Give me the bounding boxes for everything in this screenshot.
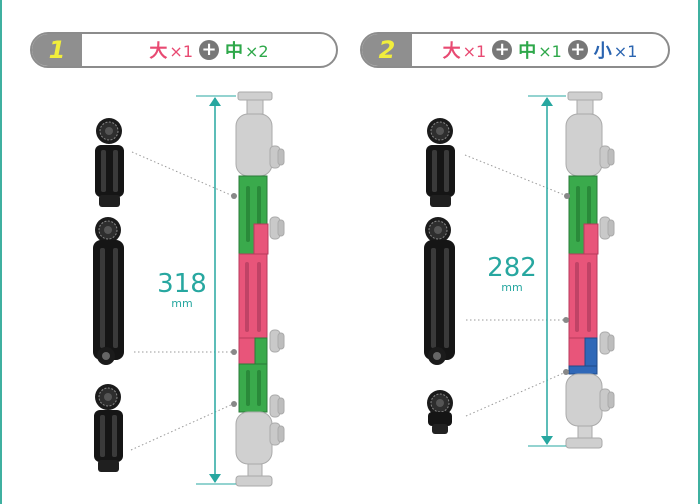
config-2-length-value: 282	[487, 253, 537, 283]
medium-link-part	[95, 117, 124, 207]
config-1-length-label: 318 mm	[152, 270, 212, 310]
config-1-length-unit: mm	[171, 297, 193, 310]
config-1-parts	[93, 117, 234, 472]
leader-line	[464, 154, 568, 197]
config-1-header: 1 大×1 + 中×2	[30, 32, 338, 68]
config-2-length-unit: mm	[501, 281, 523, 294]
config-2-term-small: 小×1	[593, 41, 638, 62]
config-2-term-medium: 中×1	[518, 41, 562, 62]
medium-link-part	[426, 117, 455, 207]
config-2-parts	[424, 117, 568, 434]
config-2-length-label: 282 mm	[482, 254, 542, 294]
plus-circle-icon: +	[492, 40, 513, 60]
config-2-formula: 大×1 + 中×1 + 小×1	[412, 34, 668, 66]
config-2-term-large: 大×1	[442, 41, 487, 62]
leader-line	[465, 371, 567, 417]
config-1-term-medium: 中×2	[225, 41, 269, 62]
config-2-header: 2 大×1 + 中×1 + 小×1	[360, 32, 670, 68]
config-1-length-value: 318	[157, 269, 207, 299]
config-1-dimension-line	[196, 95, 236, 485]
config-2-dimension-line	[528, 95, 566, 447]
plus-circle-icon: +	[567, 40, 588, 60]
config-1-formula: 大×1 + 中×2	[82, 34, 336, 66]
config-1-term-large: 大×1	[149, 41, 193, 62]
large-link-part	[93, 216, 124, 365]
config-1-number: 1	[32, 34, 82, 66]
medium-link-part	[94, 383, 123, 472]
config-2-assembled-arm	[563, 91, 615, 449]
small-link-part	[426, 389, 454, 434]
config-2-number: 2	[362, 34, 412, 66]
config-1-assembled-arm	[231, 91, 285, 487]
leader-line	[130, 403, 234, 451]
plus-circle-icon: +	[199, 40, 219, 60]
leader-line	[131, 151, 234, 197]
large-link-part	[424, 216, 455, 365]
